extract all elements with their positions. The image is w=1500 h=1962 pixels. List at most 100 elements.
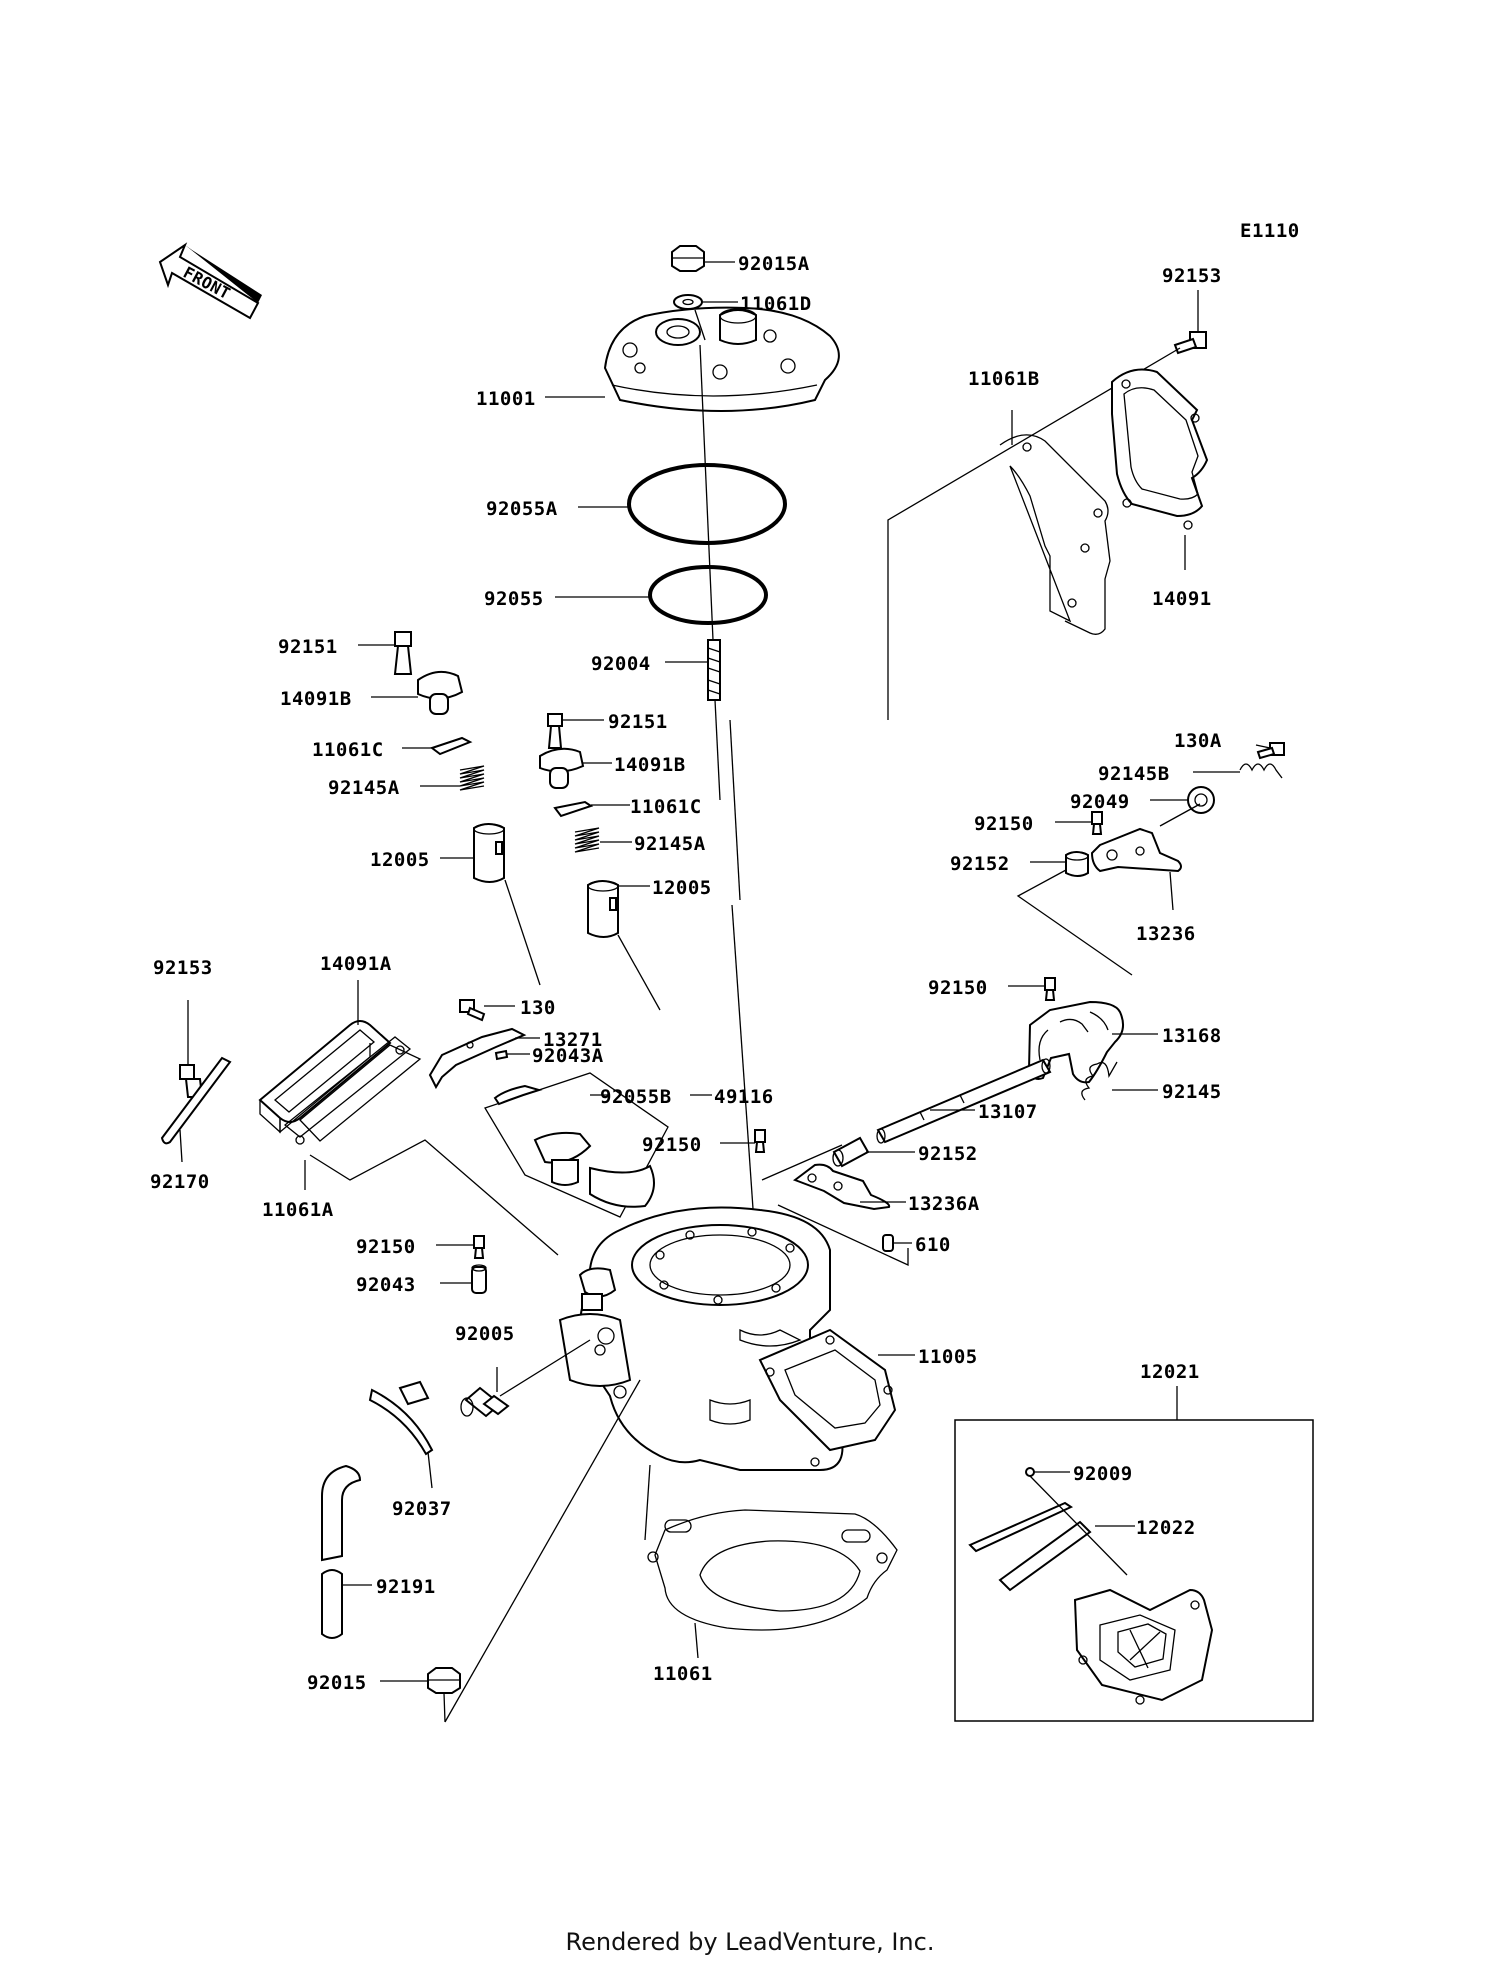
spring-92145B-icon [1239,763,1283,779]
callout-14091A: 14091A [320,953,392,975]
bolt-92153-top-icon [1173,331,1207,355]
callout-92191: 92191 [376,1576,436,1598]
callout-11061C-left: 11061C [312,739,384,761]
callout-92145A-center: 92145A [634,833,706,855]
bolt-92150-center-icon [754,1129,766,1153]
cylinder-11005-icon [558,1206,897,1471]
spring-92145A-left-icon [459,765,485,791]
bolt-92150-right-icon [1091,811,1103,835]
bolt-92150-left-icon [473,1235,485,1259]
callout-14091B-left: 14091B [280,688,352,710]
cover-14091B-center-icon [539,747,585,789]
callout-92055B: 92055B [600,1086,672,1108]
gasket-11061B-icon [999,434,1111,635]
callout-610: 610 [915,1234,951,1256]
callout-92150-center: 92150 [642,1134,702,1156]
washer-icon [673,294,703,310]
hose-clamp-92037-icon [368,1380,434,1456]
callout-12005-center: 12005 [652,877,712,899]
fitting-92005-icon [460,1386,510,1418]
gasket-11061C-center-icon [553,800,594,818]
callout-92005: 92005 [455,1323,515,1345]
lever-13271-icon [428,1027,527,1090]
callout-11001: 11001 [476,388,536,410]
reed-valve-box [954,1419,1314,1722]
lever-13236-icon [1090,803,1201,873]
callout-13236: 13236 [1136,923,1196,945]
callout-92170: 92170 [150,1171,210,1193]
callout-92145: 92145 [1162,1081,1222,1103]
callout-92009: 92009 [1073,1463,1133,1485]
front-label: FRONT [180,263,234,304]
callout-92055A: 92055A [486,498,558,520]
callout-92043: 92043 [356,1274,416,1296]
cylinder-head-icon [603,306,840,412]
bolt-130-icon [459,999,486,1022]
callout-14091B-center: 14091B [614,754,686,776]
gasket-11061A-icon [283,1036,412,1145]
callout-92152-center: 92152 [918,1143,978,1165]
callout-12022: 12022 [1136,1517,1196,1539]
callout-92037: 92037 [392,1498,452,1520]
collar-92152-right-icon [1065,851,1089,877]
callout-92004: 92004 [591,653,651,675]
bolt-92151-center-icon [547,713,563,749]
lever-13236A-icon [792,1163,891,1211]
callout-130: 130 [520,997,556,1019]
pin-92043A-icon [494,1049,509,1061]
bolt-130A-icon [1256,742,1285,760]
base-gasket-11061-icon [647,1509,898,1631]
collar-92152-center-icon [832,1136,870,1168]
shaft-13107-icon [876,1058,1052,1144]
callout-92152-right: 92152 [950,853,1010,875]
callout-130A: 130A [1174,730,1222,752]
callout-11061C-center: 11061C [630,796,702,818]
callout-92150-upper: 92150 [928,977,988,999]
cover-14091B-left-icon [417,670,464,715]
spring-92145A-center-icon [574,827,600,853]
callout-92043A: 92043A [532,1045,604,1067]
dowel-610-icon [882,1234,894,1252]
stud-bolt-icon [707,639,721,701]
callout-11061: 11061 [653,1663,713,1685]
callout-13271: 13271 [543,1029,603,1051]
screw-92009-icon [1025,1467,1035,1477]
callout-12021: 12021 [1140,1361,1200,1383]
callout-92145B: 92145B [1098,763,1170,785]
plate-92170-icon [160,1056,232,1145]
callout-92153-left: 92153 [153,957,213,979]
front-arrow-icon: FRONT [158,242,262,320]
callout-92015: 92015 [307,1672,367,1694]
valve-12005-center-icon [587,880,619,938]
callout-92151-left: 92151 [278,636,338,658]
footer-credit: Rendered by LeadVenture, Inc. [565,1928,935,1956]
callout-92049: 92049 [1070,791,1130,813]
callout-92150-right: 92150 [974,813,1034,835]
callout-92015A: 92015A [738,253,810,275]
gasket-11061C-left-icon [429,736,473,756]
diagram-code: E1110 [1240,220,1300,242]
reed-block-icon [1073,1588,1214,1705]
callout-92145A-left: 92145A [328,777,400,799]
callout-92153-top: 92153 [1162,265,1222,287]
callout-92150-left: 92150 [356,1236,416,1258]
callout-13168: 13168 [1162,1025,1222,1047]
callout-92055: 92055 [484,588,544,610]
o-ring-small-icon [648,565,768,625]
bolt-92150-upper-icon [1044,977,1056,1001]
callout-49116: 49116 [714,1086,774,1108]
callout-11061A: 11061A [262,1199,334,1221]
callout-13236A: 13236A [908,1193,980,1215]
hose-92191-icon [321,1464,362,1639]
callout-11061B: 11061B [968,368,1040,390]
pin-92043-icon [471,1264,487,1294]
head-nut-icon [671,245,705,272]
callout-14091: 14091 [1152,588,1212,610]
callout-13107: 13107 [978,1101,1038,1123]
nut-92015-icon [427,1667,461,1694]
bolt-92151-left-icon [393,631,413,675]
callout-92151-center: 92151 [608,711,668,733]
reed-petal-12022-icon [968,1475,1128,1592]
cover-14091-icon [1111,368,1209,530]
callout-12005-left: 12005 [370,849,430,871]
